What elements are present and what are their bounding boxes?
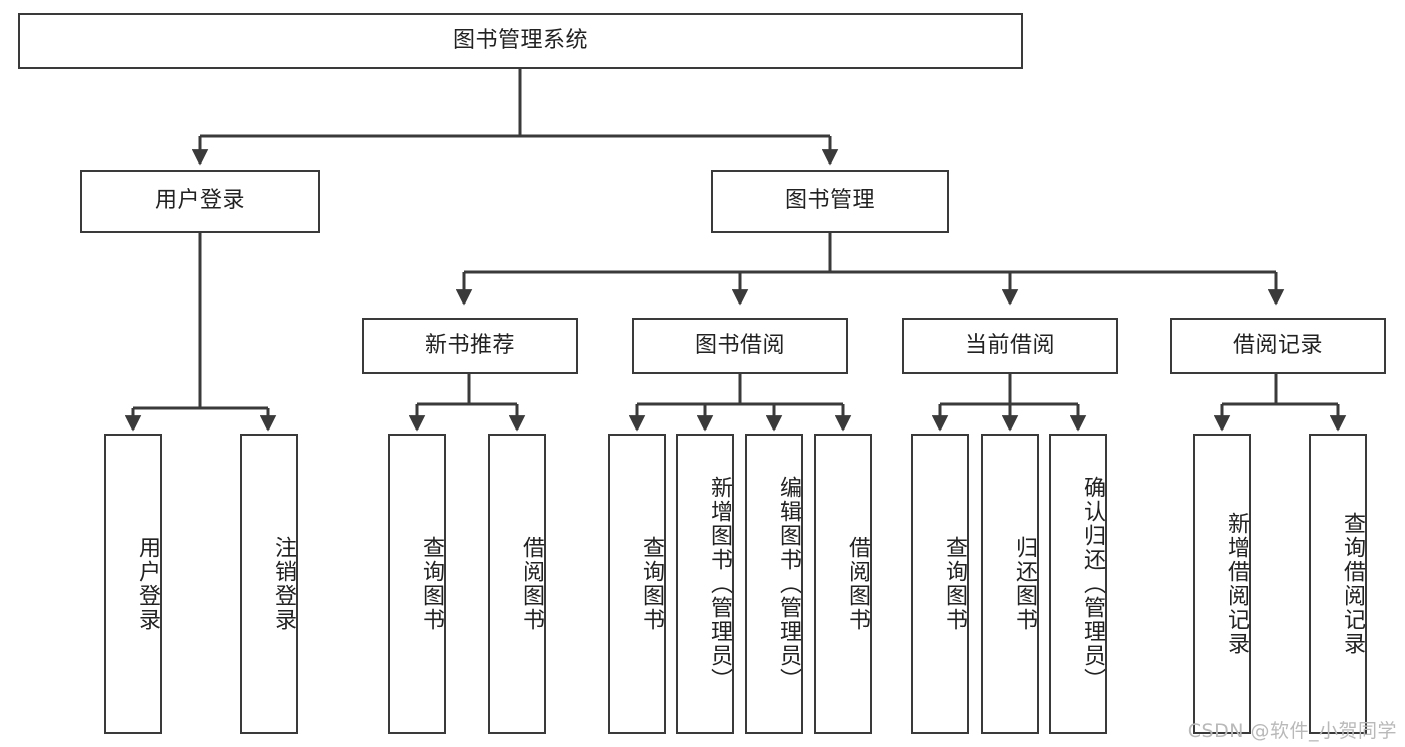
node-label: 图书管理 (784, 188, 875, 214)
node-label: 新增借阅记录 (1224, 512, 1249, 656)
csdn-watermark: CSDN @软件_小贺同学 (1187, 720, 1397, 742)
node-current-borrow[interactable]: 当前借阅 (902, 318, 1118, 374)
node-book-borrow[interactable]: 图书借阅 (632, 318, 848, 374)
leaf-return-book[interactable]: 归还图书 (981, 434, 1039, 734)
node-user-login[interactable]: 用户登录 (80, 170, 320, 233)
node-label: 借阅图书 (845, 536, 870, 632)
node-label: 注销登录 (271, 536, 296, 632)
node-label: 图书借阅 (694, 332, 785, 358)
leaf-user-login[interactable]: 用户登录 (104, 434, 162, 734)
node-label: 确认归还（管理员） (1080, 476, 1105, 692)
leaf-borrow-book-new-book-rec[interactable]: 借阅图书 (488, 434, 546, 734)
node-label: 借阅记录 (1232, 332, 1323, 358)
leaf-borrow-book-book-borrow[interactable]: 借阅图书 (814, 434, 872, 734)
leaf-edit-book-admin[interactable]: 编辑图书（管理员） (745, 434, 803, 734)
node-label: 查询图书 (639, 536, 664, 632)
leaf-query-borrow-record[interactable]: 查询借阅记录 (1309, 434, 1367, 734)
node-label: 图书管理系统 (452, 27, 588, 53)
leaf-confirm-return-admin[interactable]: 确认归还（管理员） (1049, 434, 1107, 734)
node-label: 归还图书 (1012, 536, 1037, 632)
node-label: 用户登录 (135, 536, 160, 632)
node-new-book-recommendation[interactable]: 新书推荐 (362, 318, 578, 374)
node-label: 新书推荐 (424, 332, 515, 358)
node-book-management[interactable]: 图书管理 (711, 170, 949, 233)
node-root-book-management-system[interactable]: 图书管理系统 (18, 13, 1023, 69)
leaf-query-book-book-borrow[interactable]: 查询图书 (608, 434, 666, 734)
leaf-user-logout[interactable]: 注销登录 (240, 434, 298, 734)
node-label: 当前借阅 (964, 332, 1055, 358)
node-label: 用户登录 (154, 188, 245, 214)
node-label: 查询借阅记录 (1340, 512, 1365, 656)
node-label: 查询图书 (942, 536, 967, 632)
leaf-add-borrow-record[interactable]: 新增借阅记录 (1193, 434, 1251, 734)
node-borrow-record[interactable]: 借阅记录 (1170, 318, 1386, 374)
leaf-add-book-admin[interactable]: 新增图书（管理员） (676, 434, 734, 734)
node-label: 编辑图书（管理员） (776, 476, 801, 692)
node-label: 查询图书 (419, 536, 444, 632)
node-label: 新增图书（管理员） (707, 476, 732, 692)
node-label: 借阅图书 (519, 536, 544, 632)
leaf-query-book-current-borrow[interactable]: 查询图书 (911, 434, 969, 734)
leaf-query-book-new-book-rec[interactable]: 查询图书 (388, 434, 446, 734)
